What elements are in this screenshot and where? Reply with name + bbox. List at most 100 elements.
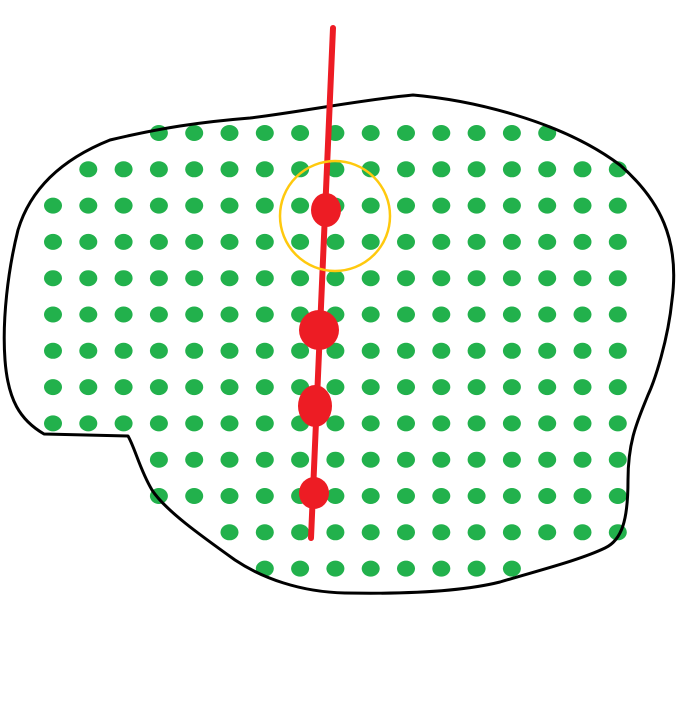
grid-dot xyxy=(220,306,239,323)
grid-dot xyxy=(114,342,133,359)
grid-dot xyxy=(608,306,627,323)
grid-dot xyxy=(502,379,521,396)
grid-dot xyxy=(502,125,521,141)
grid-dot xyxy=(573,415,592,432)
grid-dot xyxy=(361,306,380,323)
grid-dot xyxy=(326,270,345,287)
grid-dot xyxy=(79,233,98,250)
grid-dot xyxy=(291,342,310,359)
grid-dot xyxy=(44,379,62,396)
grid-dot xyxy=(538,451,557,468)
grid-dot xyxy=(397,451,415,468)
grid-dot xyxy=(608,415,627,432)
grid-dot xyxy=(44,270,62,287)
grid-dot xyxy=(538,524,557,541)
grid-dot xyxy=(397,488,415,504)
grid-dot xyxy=(502,451,521,468)
grid-dot xyxy=(255,306,274,323)
grid-dot xyxy=(326,342,345,359)
grid-dot xyxy=(220,270,239,287)
grid-dot xyxy=(255,197,274,214)
grid-dot xyxy=(114,161,133,178)
grid-dot xyxy=(432,415,451,432)
grid-dot xyxy=(255,342,274,359)
grid-dot xyxy=(432,270,451,287)
grid-dot xyxy=(114,379,133,396)
grid-dot xyxy=(79,197,98,214)
grid-dot xyxy=(255,379,274,396)
grid-dot xyxy=(79,306,98,323)
grid-dot xyxy=(538,270,557,287)
grid-dot xyxy=(185,488,204,504)
grid-dot xyxy=(502,306,521,323)
grid-dot xyxy=(220,451,239,468)
grid-dot xyxy=(114,306,133,323)
grid-dot xyxy=(432,125,451,141)
grid-dot xyxy=(149,451,168,468)
grid-dot xyxy=(432,233,451,250)
grid-dot xyxy=(185,342,204,359)
grid-dot xyxy=(220,415,239,432)
grid-dot xyxy=(573,233,592,250)
grid-dot xyxy=(608,451,627,468)
grid-dot xyxy=(432,342,451,359)
grid-dot xyxy=(467,197,486,214)
grid-dot xyxy=(79,379,98,396)
grid-dot xyxy=(79,342,98,359)
grid-dot xyxy=(220,379,239,396)
grid-dot xyxy=(185,451,204,468)
grid-dot xyxy=(44,233,62,250)
grid-dot xyxy=(538,197,557,214)
grid-dot xyxy=(608,342,627,359)
grid-dot xyxy=(502,560,521,577)
grid-dot xyxy=(291,270,310,287)
grid-dot xyxy=(361,379,380,396)
grid-dot xyxy=(149,233,168,250)
grid-dot xyxy=(467,342,486,359)
grid-dot xyxy=(326,415,345,432)
grid-dot xyxy=(573,270,592,287)
grid-dot xyxy=(502,270,521,287)
grid-dot xyxy=(326,161,345,178)
grid-dot xyxy=(608,488,627,504)
grid-dot xyxy=(326,451,345,468)
grid-dot xyxy=(573,488,592,504)
grid-dot xyxy=(467,560,486,577)
grid-dot xyxy=(361,197,380,214)
grid-dot xyxy=(502,488,521,504)
grid-dot xyxy=(220,524,239,541)
grid-dot xyxy=(220,125,239,141)
grid-dot xyxy=(361,161,380,178)
grid-dot xyxy=(432,197,451,214)
grid-dot xyxy=(149,306,168,323)
grid-dot xyxy=(538,342,557,359)
grid-dot xyxy=(502,524,521,541)
grid-dot xyxy=(467,306,486,323)
grid-dot xyxy=(361,415,380,432)
grid-dot xyxy=(79,415,98,432)
grid-dot xyxy=(361,125,380,141)
grid-dot xyxy=(291,233,310,250)
grid-dot xyxy=(573,379,592,396)
grid-dot xyxy=(397,524,415,541)
grid-dot xyxy=(185,197,204,214)
red-point-4 xyxy=(299,477,329,509)
grid-dot xyxy=(114,197,133,214)
grid-dot xyxy=(149,270,168,287)
grid-dot xyxy=(467,524,486,541)
red-point-3 xyxy=(298,385,332,427)
grid-dot xyxy=(220,342,239,359)
grid-dot xyxy=(432,306,451,323)
grid-dot xyxy=(185,125,204,141)
red-point-2 xyxy=(299,310,339,350)
grid-dot xyxy=(397,379,415,396)
grid-dot xyxy=(397,197,415,214)
grid-dot xyxy=(149,197,168,214)
grid-dot xyxy=(467,270,486,287)
grid-dot xyxy=(220,488,239,504)
grid-dot xyxy=(149,161,168,178)
grid-dot xyxy=(185,161,204,178)
grid-dot xyxy=(432,379,451,396)
grid-dot xyxy=(361,560,380,577)
